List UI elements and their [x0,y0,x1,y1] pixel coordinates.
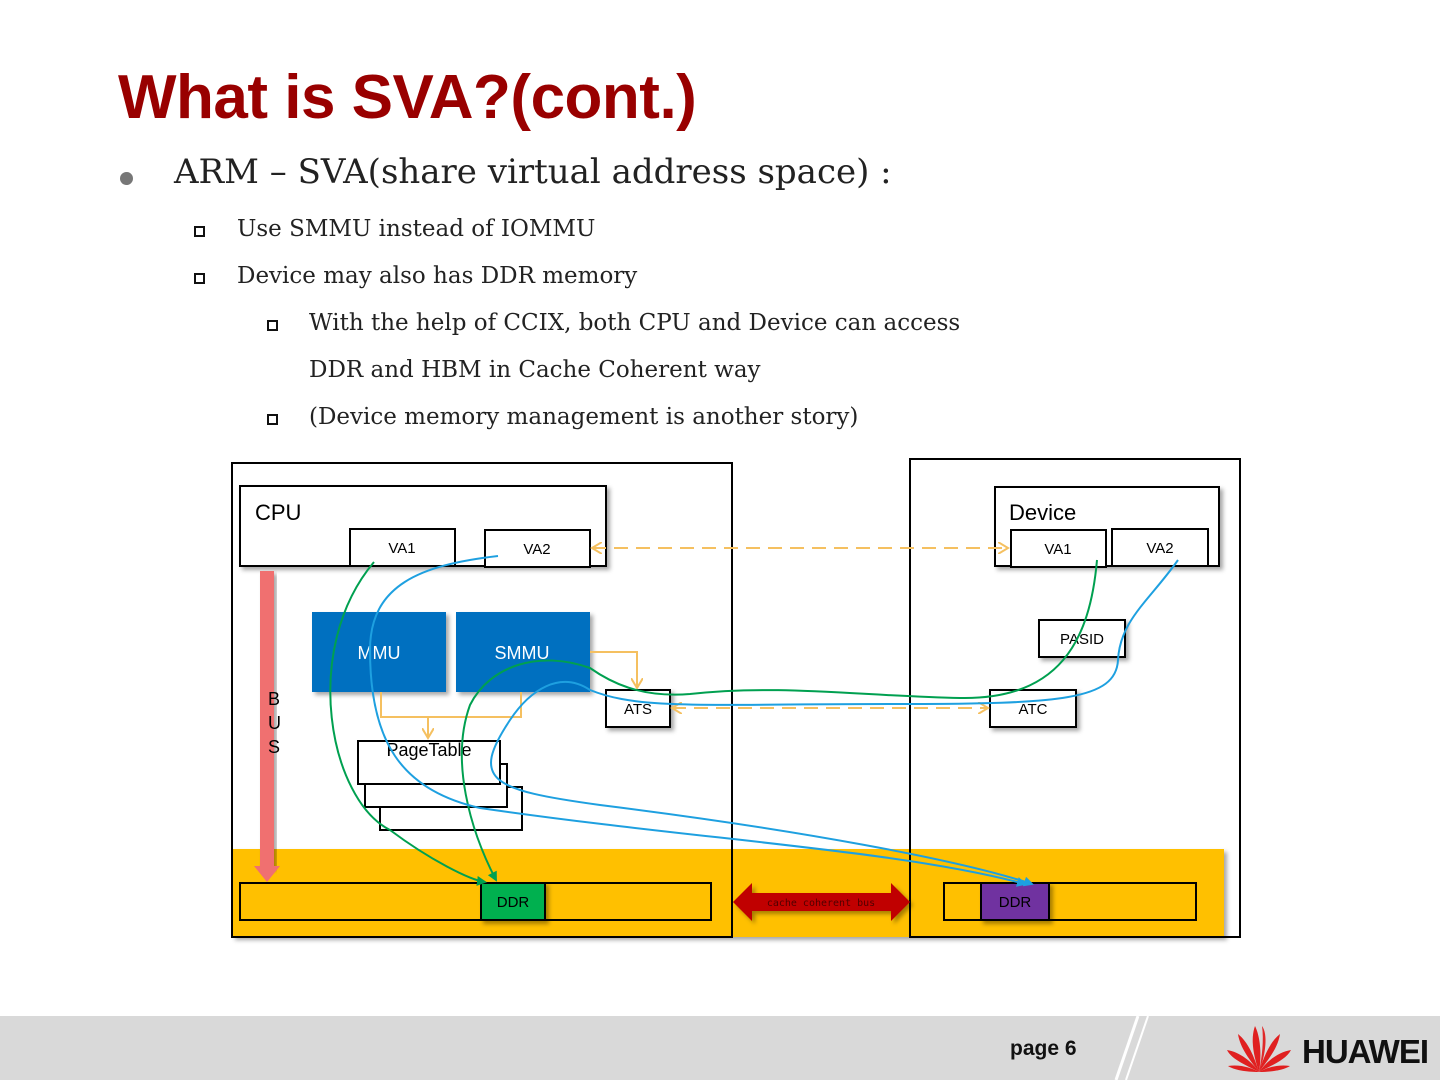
cache-coherent-bus-arrow [733,883,910,921]
dev-ddr-label: DDR [999,894,1032,911]
bullet-sub2a-line1: With the help of CCIX, both CPU and Devi… [309,310,961,336]
bus-arrow-head [254,866,280,882]
blue-path-dev-va2-to-dev-ddr [490,559,1179,887]
bus-letter-s: S [268,737,280,757]
atc-box [989,689,1077,728]
bullet-sub1-text: Use SMMU instead of IOMMU [237,216,596,242]
cpu-memory-bar [239,882,712,921]
pagetable-label: PageTable [386,740,471,760]
cpu-side-frame [231,462,733,938]
smmu-ats-connector [590,651,637,688]
bullet-dot-icon [120,172,133,185]
pasid-label: PASID [1060,631,1104,648]
dev-va2-label: VA2 [1146,540,1173,557]
device-label: Device [1009,500,1076,525]
mmu-label: MMU [358,643,401,663]
huawei-wordmark: HUAWEI [1302,1033,1429,1070]
cpu-ddr-label: DDR [497,894,530,911]
cpu-va2-label: VA2 [523,541,550,558]
footer-divider-stripes [1114,1016,1149,1080]
cpu-va1-label: VA1 [388,540,415,557]
bus-arrow-shaft [260,571,274,867]
bullet-sub2-text: Device may also has DDR memory [237,263,638,289]
bullet-sub2b-text: (Device memory management is another sto… [309,404,859,430]
atc-label: ATC [1019,701,1048,718]
device-memory-bar [943,882,1197,921]
square-bullet-icon [267,414,278,425]
bus-letter-u: U [268,713,281,733]
smmu-label: SMMU [495,643,550,663]
page-number: page 6 [1010,1037,1077,1060]
blue-path-cpu-va2-to-dev-ddr [368,555,1027,887]
cpu-va2-box [484,529,591,568]
dev-va1-box [1010,529,1107,568]
mmu-pagetable-connector [380,692,522,718]
slide-title: What is SVA?(cont.) [118,63,697,132]
bullet-sub2a-line2: DDR and HBM in Cache Coherent way [309,357,761,383]
dev-ddr-block [980,882,1050,921]
ats-box [605,689,671,728]
bus-band [232,849,1224,937]
square-bullet-icon [194,226,205,237]
smmu-block [456,612,590,692]
ats-label: ATS [624,701,652,718]
bus-letter-b: B [268,689,280,709]
bullet-main-text: ARM – SVA(share virtual address space) : [174,152,892,192]
green-path-cpu-va1-to-cpu-ddr [329,561,487,886]
cache-coherent-bus-label: cache coherent bus [767,898,875,909]
huawei-flower-logo-icon [1227,1026,1291,1072]
dev-va2-box [1111,528,1209,567]
device-side-frame [909,458,1241,938]
footer-bar [0,1016,1440,1080]
dev-va1-label: VA1 [1044,541,1071,558]
square-bullet-icon [267,320,278,331]
cpu-label: CPU [255,500,301,525]
pagetable-layer-1 [357,740,501,785]
cpu-va1-box [349,528,456,567]
cpu-ddr-block [480,882,546,921]
square-bullet-icon [194,273,205,284]
green-path-dev-va1-to-cpu-ddr [460,559,1098,882]
